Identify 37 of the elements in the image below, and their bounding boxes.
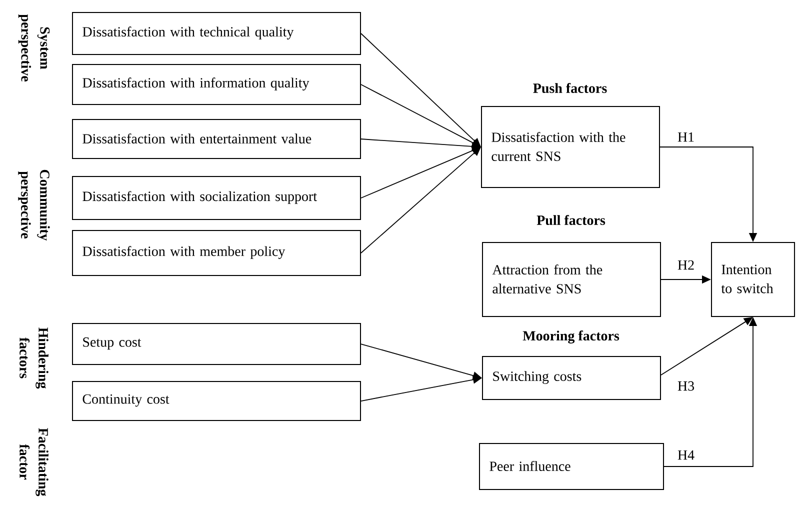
box <box>72 176 361 220</box>
box <box>479 443 664 490</box>
box <box>72 119 361 159</box>
side-label: Hindering factors <box>20 328 48 389</box>
box-text: Dissatisfaction with the current SNS <box>492 132 626 161</box>
edge-label: H1 <box>678 132 694 142</box>
group-heading: Mooring factors <box>522 330 620 344</box>
box <box>72 230 361 276</box>
box <box>72 12 361 55</box>
edge-label: H4 <box>678 450 694 460</box>
side-label: System perspective <box>18 14 50 82</box>
box <box>482 356 661 400</box>
edge-label: H3 <box>678 381 694 391</box>
box-text: Switching costs <box>493 371 582 384</box>
group-heading: Push factors <box>533 82 607 94</box>
box-text: Dissatisfaction with entertainment value <box>82 134 312 144</box>
box <box>481 106 660 188</box>
box <box>72 323 361 365</box>
group-heading: Pull factors <box>536 214 606 226</box>
side-label: Community perspective <box>18 170 50 241</box>
box-text: Intention to switch <box>721 264 774 294</box>
box <box>482 242 661 317</box>
box-text: Setup cost <box>83 337 142 350</box>
box-text: Dissatisfaction with information quality <box>82 78 310 90</box>
arrow <box>360 147 481 254</box>
box-text: Dissatisfaction with socialization support <box>82 191 317 204</box>
box-text: Dissatisfaction with technical quality <box>82 26 294 40</box>
box-text: Peer influence <box>490 461 570 471</box>
side-label: Facilitating factor <box>20 428 48 496</box>
box-text: Dissatisfaction with member policy <box>82 246 286 259</box>
box <box>711 242 795 317</box>
box-text: Attraction from the alternative SNS <box>492 264 602 294</box>
box-text: Continuity cost <box>82 394 170 407</box>
box <box>72 64 361 105</box>
box <box>72 381 361 421</box>
arrow <box>660 317 753 376</box>
edge-label: H2 <box>678 260 694 270</box>
